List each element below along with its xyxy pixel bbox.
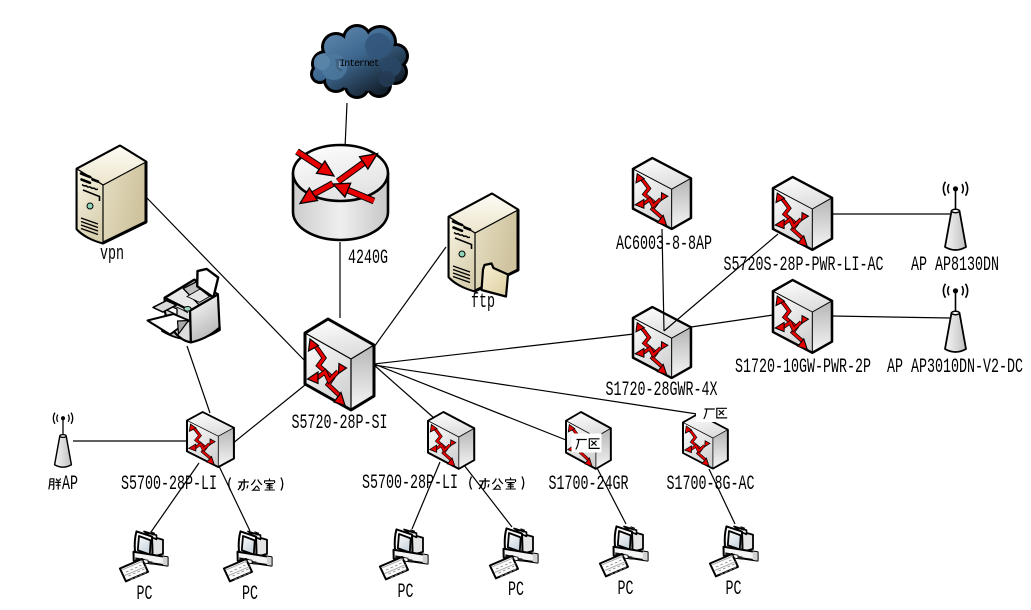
svg-text:4240G: 4240G: [348, 247, 388, 270]
svg-text:PC: PC: [398, 581, 414, 604]
svg-text:AC6003-8-8AP: AC6003-8-8AP: [616, 233, 712, 256]
svg-text:S1700-24GR: S1700-24GR: [549, 473, 629, 496]
svg-text:PC: PC: [618, 578, 634, 601]
svg-text:S5700-28P-LI: S5700-28P-LI: [362, 472, 458, 495]
svg-text:PC: PC: [508, 579, 524, 602]
svg-text:S5720-28P-SI: S5720-28P-SI: [292, 412, 388, 435]
svg-text:AP AP8130DN: AP AP8130DN: [911, 254, 999, 277]
svg-text:S1700-8G-AC: S1700-8G-AC: [667, 473, 755, 496]
svg-text:PC: PC: [726, 578, 742, 601]
svg-text:ftp: ftp: [471, 291, 495, 314]
svg-text:Internet: Internet: [339, 59, 378, 70]
svg-text:S5720S-28P-PWR-LI-AC: S5720S-28P-PWR-LI-AC: [724, 254, 884, 277]
svg-text:AP: AP: [62, 473, 78, 496]
svg-text:vpn: vpn: [100, 243, 124, 266]
svg-text:S1720-28GWR-4X: S1720-28GWR-4X: [606, 379, 718, 402]
svg-text:PC: PC: [242, 583, 258, 606]
svg-text:S1720-10GW-PWR-2P: S1720-10GW-PWR-2P: [735, 356, 871, 379]
svg-text:PC: PC: [137, 583, 153, 606]
svg-text:S5700-28P-LI: S5700-28P-LI: [121, 473, 217, 496]
svg-text:AP AP3010DN-V2-DC: AP AP3010DN-V2-DC: [887, 356, 1023, 379]
